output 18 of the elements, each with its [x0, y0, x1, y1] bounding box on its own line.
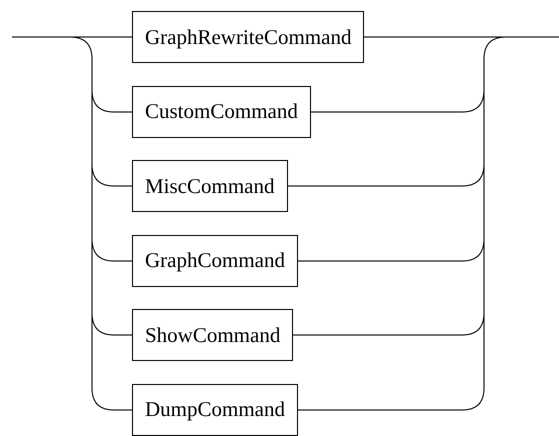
rail-line	[92, 164, 132, 262]
rail-line	[288, 90, 484, 186]
nonterminal-box: MiscCommand	[132, 160, 288, 212]
nonterminal-box: CustomCommand	[132, 86, 311, 138]
nonterminal-box: GraphRewriteCommand	[132, 11, 364, 63]
rail-line	[298, 312, 484, 410]
rail-line	[298, 164, 484, 262]
nonterminal-box: DumpCommand	[132, 384, 298, 436]
rail-line	[12, 36, 132, 38]
rail-line	[292, 238, 484, 336]
rail-line	[92, 238, 132, 336]
nonterminal-box: ShowCommand	[132, 309, 294, 361]
rail-line	[364, 36, 559, 38]
rail-line	[92, 312, 132, 410]
rail-line	[92, 90, 132, 186]
rail-line	[310, 36, 506, 112]
nonterminal-box: GraphCommand	[132, 234, 298, 286]
rail-line	[70, 36, 132, 112]
